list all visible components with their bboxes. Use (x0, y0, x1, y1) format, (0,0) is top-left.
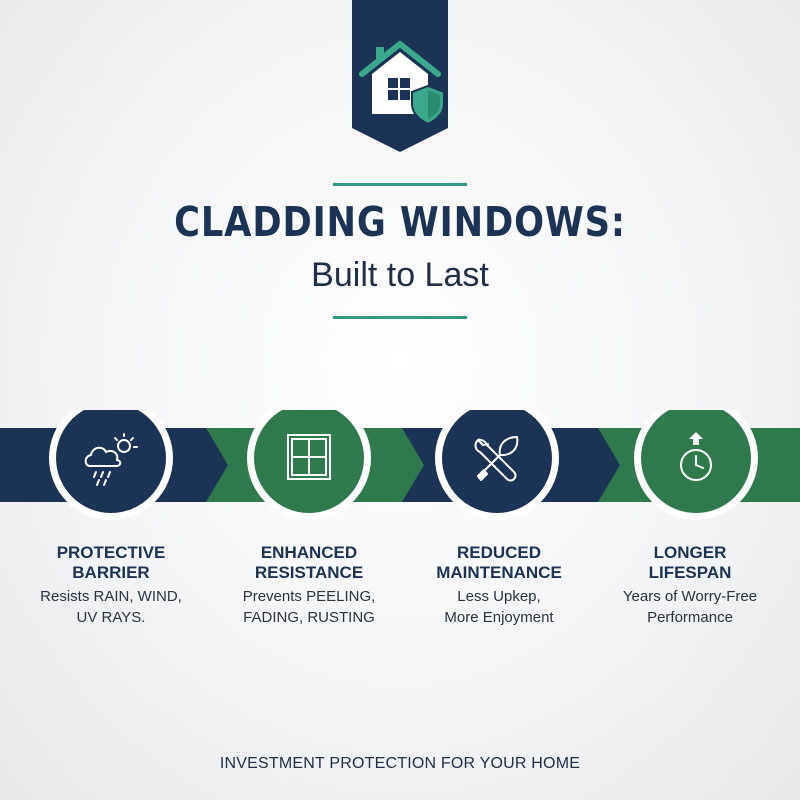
clock-arrow-up-icon (680, 432, 712, 481)
page-title: CLADDING WINDOWS: (174, 198, 626, 246)
feature-1-description: Resists RAIN, WIND,UV RAYS. (40, 588, 182, 626)
top-accent-rule (333, 183, 467, 186)
feature-3-description: Less Upkep,More Enjoyment (444, 588, 554, 626)
wrench-leaf-icon (474, 436, 519, 482)
feature-circle-3 (435, 410, 559, 520)
bottom-accent-rule (333, 316, 467, 319)
feature-ribbon (0, 410, 800, 520)
house-shield-badge (352, 0, 448, 152)
cloud-sun-rain-icon (84, 433, 138, 486)
page-subtitle: Built to Last (311, 256, 489, 294)
window-frame-icon (287, 434, 331, 480)
feature-2-description: Prevents PEELING,FADING, RUSTING (242, 588, 376, 626)
house-shield-icon (359, 41, 445, 126)
footer-tagline: INVESTMENT PROTECTION FOR YOUR HOME (219, 755, 581, 772)
